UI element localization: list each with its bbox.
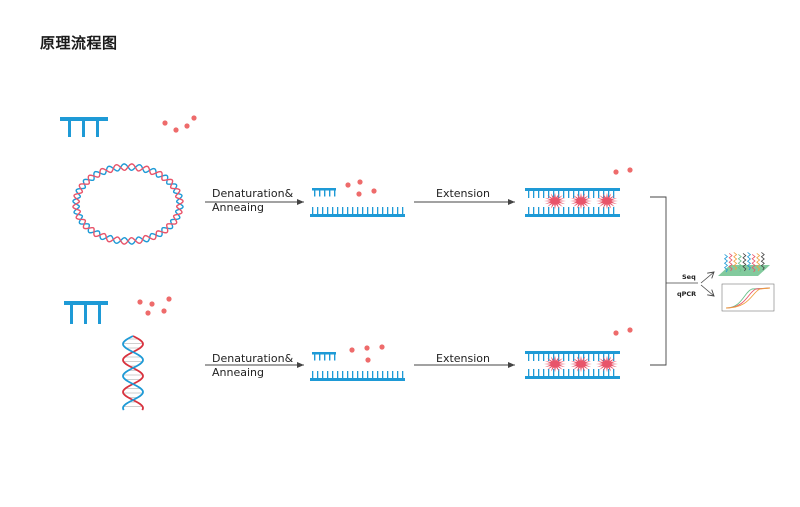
sequencing-chip-icon (718, 252, 770, 276)
primer-annealed-template (310, 352, 405, 381)
amplification-curve-icon (721, 283, 775, 312)
step-denaturation-label: Denaturation& (212, 187, 294, 200)
nucleotide-dots-icon (345, 179, 377, 197)
circular-dna-icon (72, 163, 184, 245)
nucleotide-dots-icon (137, 296, 172, 316)
primer-annealed-template (310, 188, 405, 217)
merge-bracket (650, 196, 667, 366)
extended-product (525, 188, 620, 217)
nucleotide-dots-icon (613, 167, 633, 175)
step-extension-label: Extension (436, 187, 490, 200)
step-annealing-label: Anneaing (212, 201, 264, 214)
qpcr-branch-arrow (700, 284, 714, 296)
nucleotide-dots-icon (162, 115, 197, 133)
step-denaturation-label: Denaturation& (212, 352, 294, 365)
double-helix-icon (122, 335, 144, 411)
step-annealing-label: Anneaing (212, 366, 264, 379)
seq-branch-arrow (700, 272, 714, 284)
qpcr-label: qPCR (677, 290, 696, 298)
page-title: 原理流程图 (40, 34, 118, 52)
nucleotide-dots-icon (613, 327, 633, 336)
extended-product (525, 351, 620, 379)
step-extension-label: Extension (436, 352, 490, 365)
primer-comb-icon (64, 301, 108, 324)
primer-comb-icon (60, 117, 108, 137)
nucleotide-dots-icon (349, 344, 385, 363)
seq-label: Seq (682, 273, 696, 281)
